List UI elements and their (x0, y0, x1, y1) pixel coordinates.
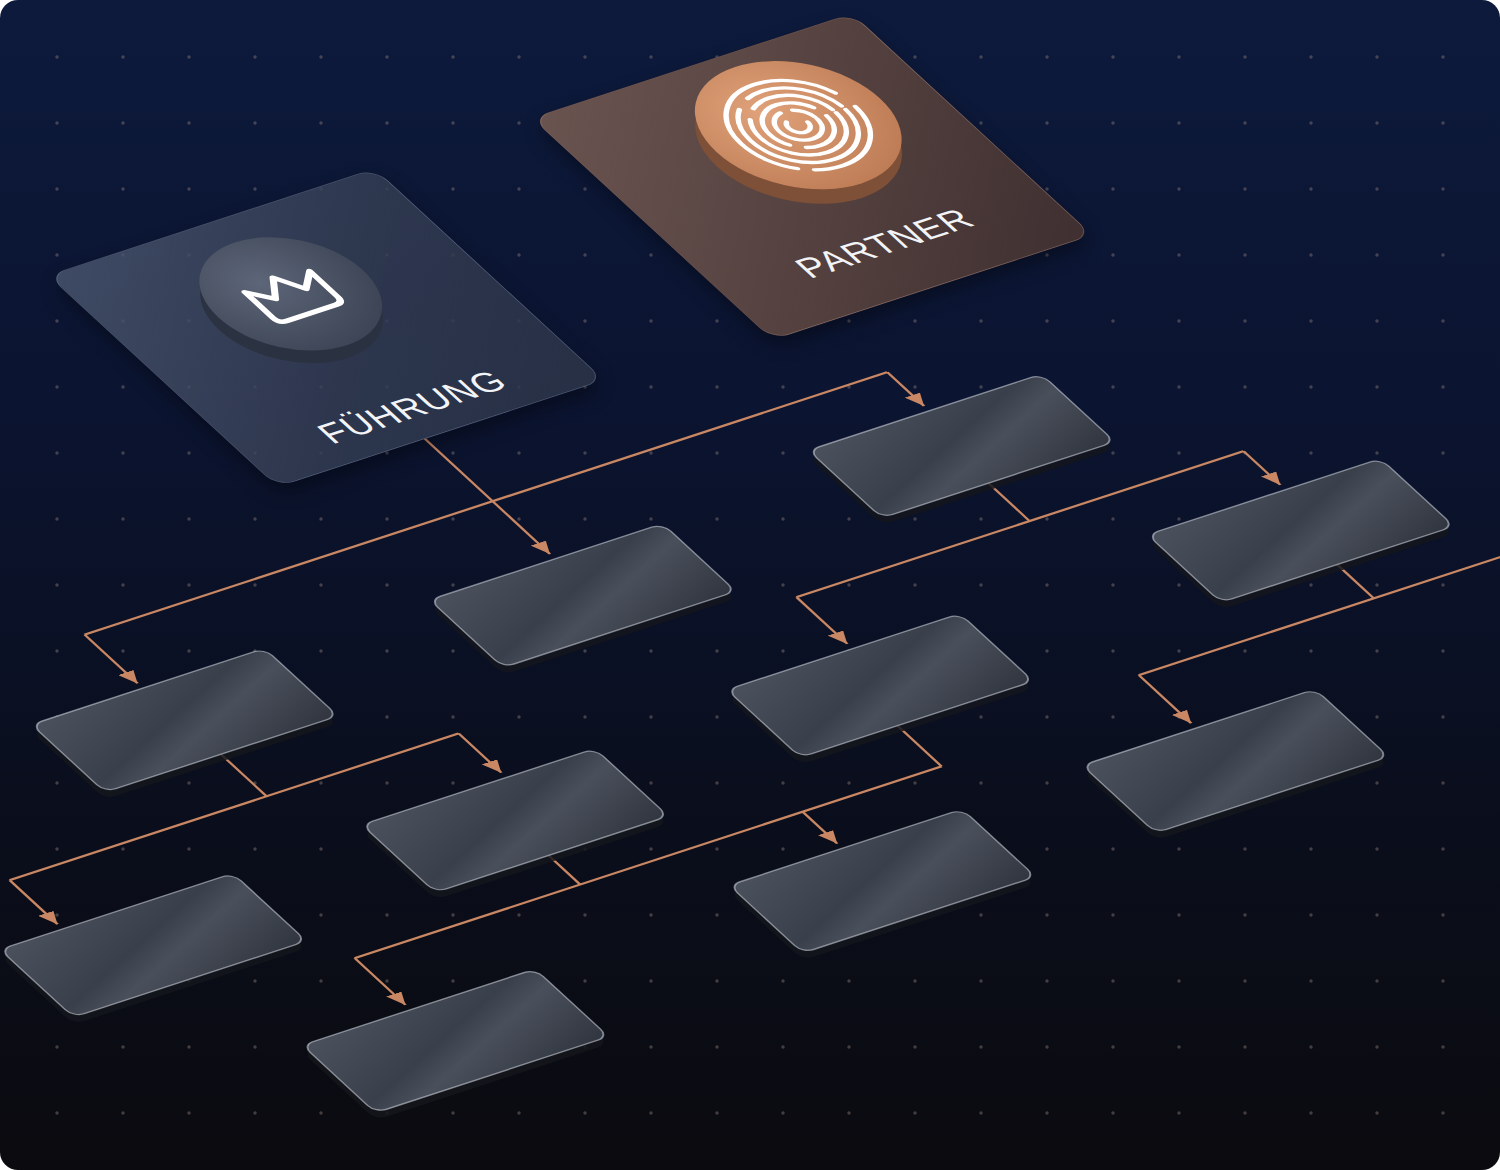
org-line (355, 958, 406, 1005)
empty-card (803, 374, 1121, 525)
empty-card (296, 969, 614, 1120)
partner-panel: PARTNER (531, 13, 1093, 340)
org-line (897, 726, 941, 767)
node-label: PARTNER (786, 202, 984, 285)
empty-card (356, 749, 674, 900)
empty-card (26, 648, 344, 799)
leadership-panel: FÜHRUNG (48, 168, 605, 487)
org-line (10, 880, 58, 924)
org-line (1139, 675, 1191, 723)
empty-card (721, 614, 1039, 765)
org-line (459, 733, 502, 772)
empty-card (0, 873, 312, 1024)
org-line (85, 635, 138, 684)
org-line (803, 812, 838, 844)
org-line (1244, 451, 1281, 485)
node-label: FÜHRUNG (308, 364, 516, 450)
crown-icon (122, 195, 459, 393)
org-line (988, 483, 1029, 521)
org-line (797, 597, 848, 644)
empty-card (723, 809, 1041, 960)
empty-card (424, 524, 742, 675)
empty-cards (0, 314, 1500, 1168)
empty-card (1142, 459, 1460, 610)
org-line (221, 754, 267, 796)
empty-card (1076, 689, 1394, 840)
org-line (425, 439, 550, 554)
fingerprint-maze-icon (630, 26, 967, 224)
org-line (887, 372, 924, 406)
